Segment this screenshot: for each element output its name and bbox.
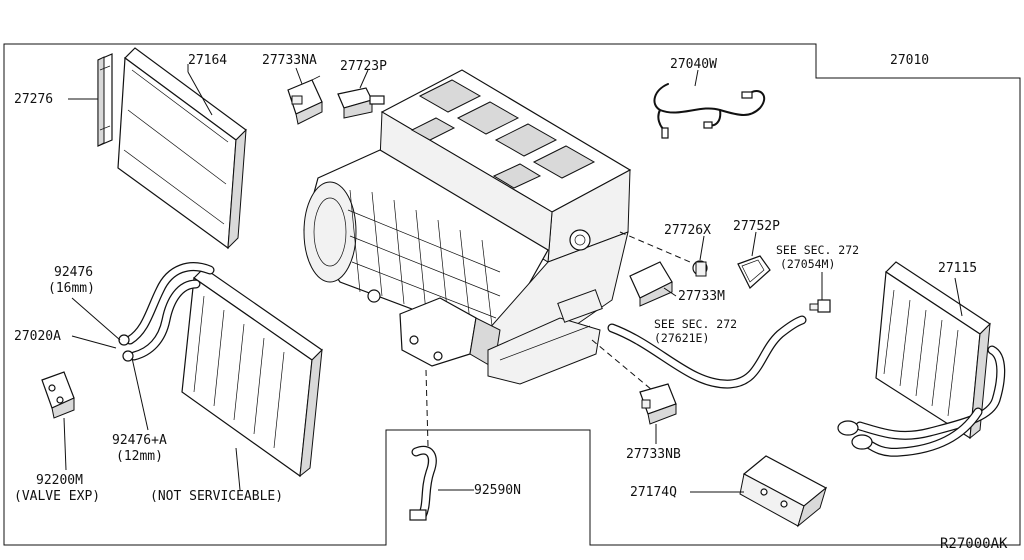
part-27054M-connector-drawing (809, 299, 831, 313)
label-92200M: 92200M (36, 473, 83, 488)
label-92200M-note: (VALVE EXP) (14, 489, 100, 504)
part-27164-drawing (117, 47, 247, 250)
label-not-serviceable: (NOT SERVICEABLE) (150, 489, 283, 504)
label-27164: 27164 (188, 53, 227, 68)
part-27115-heater-core-drawing (837, 261, 1006, 457)
part-27733M-drawing (629, 261, 673, 307)
label-see-sec-272-a-ref: (27054M) (780, 257, 835, 271)
part-27726X-drawing (692, 260, 708, 277)
label-92476-size: (16mm) (48, 281, 95, 296)
label-27115: 27115 (938, 261, 977, 276)
label-27040W: 27040W (670, 57, 717, 72)
part-27621E-hose-drawing (607, 315, 807, 389)
part-27723P-drawing (337, 87, 385, 119)
label-27726X: 27726X (664, 223, 711, 238)
label-27010: 27010 (890, 53, 929, 68)
label-92476: 92476 (54, 265, 93, 280)
label-see-sec-272-b-ref: (27621E) (654, 331, 709, 345)
label-27276: 27276 (14, 92, 53, 107)
label-27723P: 27723P (340, 59, 387, 74)
diagram-reference-code: R27000AK (940, 536, 1008, 552)
part-evaporator-drawing (118, 262, 323, 478)
hvac-housing-27010-drawing (303, 69, 632, 385)
part-27040W-drawing (653, 83, 766, 139)
part-27276-drawing (97, 53, 113, 147)
part-27752P-drawing (737, 255, 771, 289)
assembly-boundary-frame (3, 43, 1021, 546)
label-27174Q: 27174Q (630, 485, 677, 500)
label-see-sec-272-a: SEE SEC. 272 (776, 243, 859, 257)
label-27733M: 27733M (678, 289, 725, 304)
part-27733NB-drawing (639, 383, 677, 425)
label-27752P: 27752P (733, 219, 780, 234)
part-92200M-valve-drawing (41, 371, 75, 419)
label-92476A: 92476+A (112, 433, 167, 448)
part-92590N-drain-hose-drawing (409, 445, 437, 521)
label-27733NA: 27733NA (262, 53, 317, 68)
label-27020A: 27020A (14, 329, 61, 344)
label-92590N: 92590N (474, 483, 521, 498)
part-27733NA-drawing (287, 75, 323, 125)
part-27174Q-block-drawing (739, 455, 828, 528)
label-92476A-size: (12mm) (116, 449, 163, 464)
label-see-sec-272-b: SEE SEC. 272 (654, 317, 737, 331)
label-27733NB: 27733NB (626, 447, 681, 462)
